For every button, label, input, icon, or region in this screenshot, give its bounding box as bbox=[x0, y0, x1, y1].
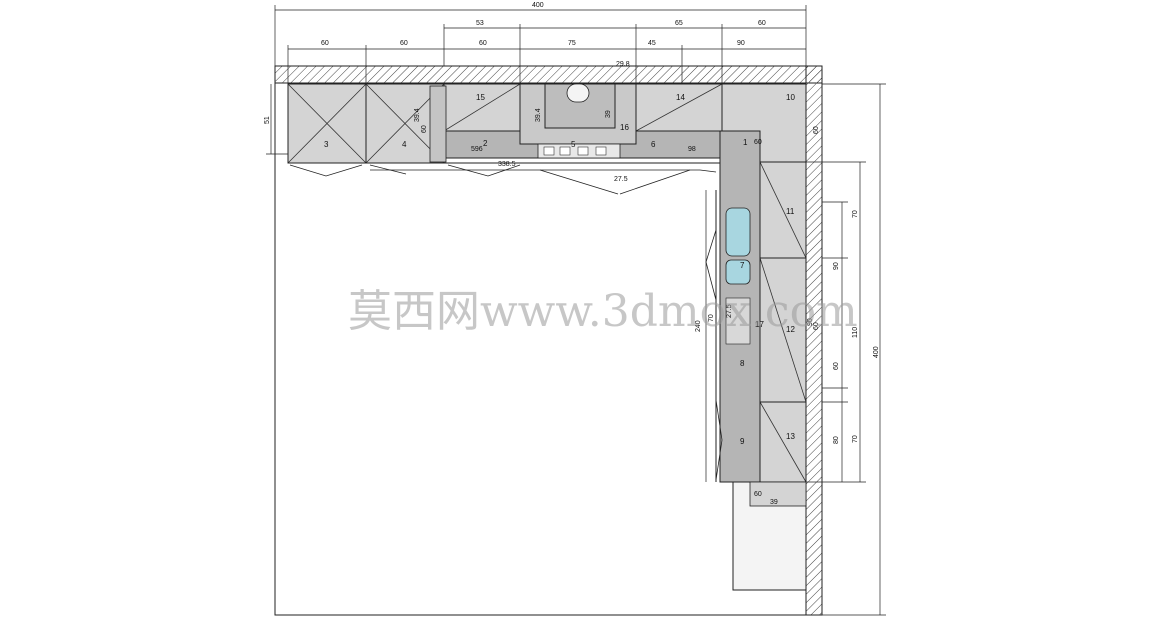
dim-right-80: 80 bbox=[833, 436, 840, 444]
dim-29-8: 29.8 bbox=[616, 61, 630, 68]
label-3: 3 bbox=[324, 140, 329, 149]
right-cabinet-run bbox=[705, 130, 807, 591]
dim-right-60c: 60 bbox=[813, 322, 820, 330]
dim-39: 39 bbox=[605, 110, 612, 118]
top-dimension-labels: 400 53 65 60 60 60 60 75 45 90 bbox=[321, 2, 766, 47]
label-4: 4 bbox=[402, 140, 407, 149]
dim-338-5: 338.5 bbox=[498, 161, 516, 168]
label-14: 14 bbox=[676, 93, 685, 102]
label-6: 6 bbox=[651, 140, 656, 149]
label-11: 11 bbox=[786, 207, 795, 216]
right-wall bbox=[805, 65, 823, 616]
drainboard bbox=[725, 297, 751, 345]
top-cabinet-run bbox=[287, 83, 807, 171]
cabinet-2 bbox=[429, 85, 447, 163]
label-9: 9 bbox=[740, 437, 745, 446]
dim-right-60a: 60 bbox=[833, 362, 840, 370]
right-dimension-labels: 400 70 90 110 80 70 60 60 60 bbox=[813, 126, 880, 444]
dim-90: 90 bbox=[737, 40, 745, 47]
dim-75: 75 bbox=[568, 40, 576, 47]
sink-bowl-2 bbox=[725, 259, 751, 285]
label-10: 10 bbox=[786, 93, 795, 102]
dim-60-b: 60 bbox=[400, 40, 408, 47]
dim-90-inner: 90 bbox=[807, 318, 814, 326]
label-7: 7 bbox=[740, 261, 745, 270]
dim-27-5b: 27.5 bbox=[726, 304, 733, 318]
dim-98: 98 bbox=[688, 146, 696, 153]
label-13: 13 bbox=[786, 432, 795, 441]
dim-60-c: 60 bbox=[479, 40, 487, 47]
dim-60-a: 60 bbox=[321, 40, 329, 47]
dim-60-inner: 60 bbox=[421, 125, 428, 133]
inner-dimension-labels: 39.4 60 39.4 39 29.8 27.5 596 338.5 98 6… bbox=[414, 61, 814, 506]
dim-60-bottom: 60 bbox=[754, 491, 762, 498]
door-swings bbox=[289, 164, 723, 481]
label-17: 17 bbox=[755, 320, 764, 329]
dim-right-90: 90 bbox=[833, 262, 840, 270]
watermark: 莫西网www.3dmox.com bbox=[348, 286, 858, 337]
dim-39-4b: 39.4 bbox=[535, 108, 542, 122]
dim-39-4a: 39.4 bbox=[414, 108, 421, 122]
dim-overall: 400 bbox=[532, 2, 544, 9]
dim-596: 596 bbox=[471, 146, 483, 153]
dim-65: 65 bbox=[675, 20, 683, 27]
right-dimensions bbox=[806, 83, 886, 616]
sink-bowl-1 bbox=[725, 207, 751, 257]
label-12: 12 bbox=[786, 325, 795, 334]
dim-right-70b: 70 bbox=[852, 435, 859, 443]
dim-39-bottom: 39 bbox=[770, 499, 778, 506]
label-1: 1 bbox=[743, 138, 748, 147]
label-5: 5 bbox=[571, 140, 576, 149]
dim-right-400: 400 bbox=[873, 346, 880, 358]
left-dimension bbox=[266, 84, 288, 155]
dim-right-60b: 60 bbox=[813, 126, 820, 134]
dim-right-70a: 70 bbox=[852, 210, 859, 218]
label-8: 8 bbox=[740, 359, 745, 368]
label-15: 15 bbox=[476, 93, 485, 102]
dim-60-corner: 60 bbox=[754, 139, 762, 146]
dim-right-110: 110 bbox=[852, 327, 859, 338]
label-2: 2 bbox=[483, 139, 488, 148]
dim-51: 51 bbox=[264, 116, 271, 124]
dim-27-5a: 27.5 bbox=[614, 176, 628, 183]
cabinet-labels: 1 2 3 4 5 6 7 8 9 10 11 12 13 14 15 16 1… bbox=[324, 93, 795, 446]
top-dimensions bbox=[274, 5, 807, 84]
label-16: 16 bbox=[620, 123, 629, 132]
dim-53: 53 bbox=[476, 20, 484, 27]
top-wall bbox=[274, 65, 823, 84]
dim-70-inner: 70 bbox=[708, 314, 715, 322]
dim-60-top: 60 bbox=[758, 20, 766, 27]
dim-240: 240 bbox=[695, 320, 702, 332]
dim-45: 45 bbox=[648, 40, 656, 47]
